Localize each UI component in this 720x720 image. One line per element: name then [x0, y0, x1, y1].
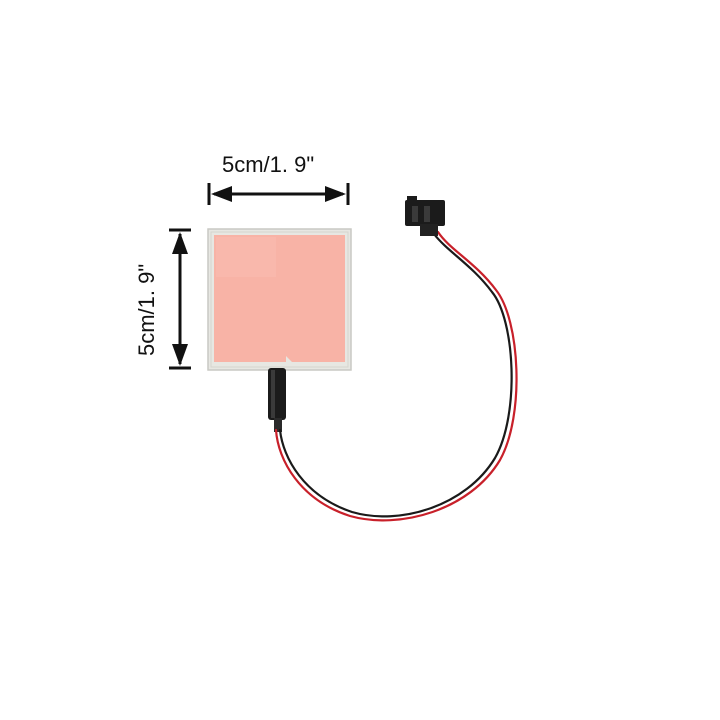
width-label: 5cm/1. 9"	[222, 152, 315, 177]
wire-pair	[274, 230, 518, 522]
panel-lead-connector	[268, 368, 286, 432]
width-dimension-arrow	[207, 183, 350, 205]
el-panel	[207, 228, 352, 371]
height-dimension-arrow	[169, 228, 191, 370]
height-label: 5cm/1. 9"	[134, 263, 159, 356]
jst-plug-connector	[405, 196, 445, 236]
